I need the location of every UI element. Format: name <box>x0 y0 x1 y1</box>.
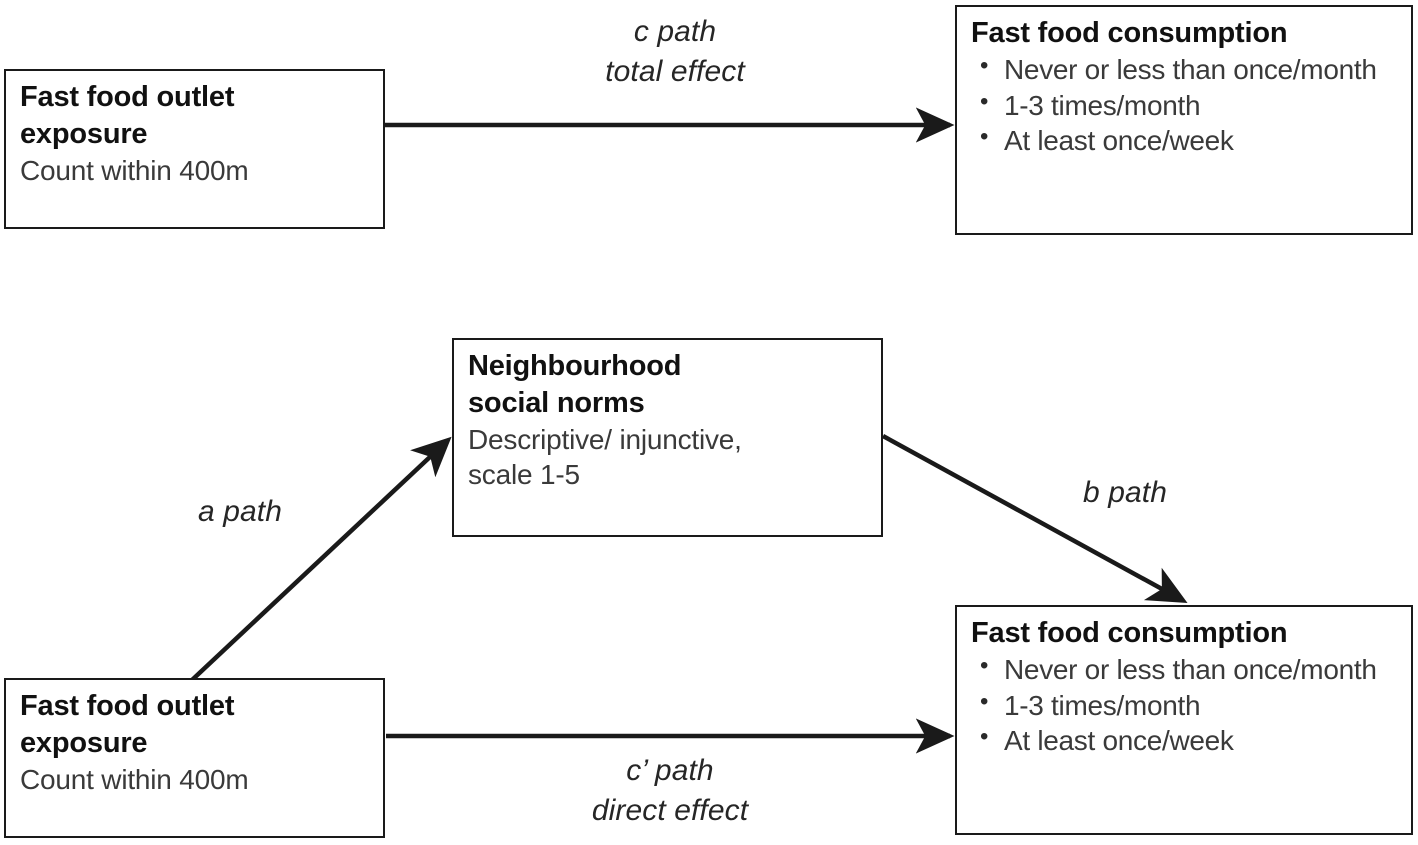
box-mediator-social-norms: Neighbourhood social norms Descriptive/ … <box>452 338 883 537</box>
label-c-prime-path: c’ path direct effect <box>591 754 749 827</box>
list-item: At least once/week <box>971 722 1399 759</box>
box-mediator-subtitle: Descriptive/ injunctive, scale 1-5 <box>468 423 742 491</box>
box-consumption-title: Fast food consumption <box>971 17 1288 49</box>
list-item: Never or less than once/month <box>971 51 1399 88</box>
consumption-category-list: Never or less than once/month 1-3 times/… <box>971 51 1399 159</box>
arrow-b-path <box>881 434 1188 604</box>
label-b-path: b path <box>1082 476 1167 509</box>
box-mediator-title: Neighbourhood social norms <box>468 350 682 419</box>
box-consumption-total-effect: Fast food consumption Never or less than… <box>955 5 1413 235</box>
list-item: 1-3 times/month <box>971 87 1399 124</box>
box-consumption-mediation: Fast food consumption Never or less than… <box>955 605 1413 835</box>
arrow-a-path <box>190 436 452 682</box>
box-exposure-subtitle: Count within 400m <box>20 154 249 186</box>
box-exposure-mediation: Fast food outlet exposure Count within 4… <box>4 678 385 838</box>
list-item: Never or less than once/month <box>971 651 1399 688</box>
box-exposure-subtitle: Count within 400m <box>20 763 249 795</box>
box-exposure-total-effect: Fast food outlet exposure Count within 4… <box>4 69 385 229</box>
box-exposure-title: Fast food outlet exposure <box>20 690 235 759</box>
box-exposure-title: Fast food outlet exposure <box>20 81 235 150</box>
label-a-path: a path <box>197 495 282 528</box>
box-consumption-title: Fast food consumption <box>971 617 1288 649</box>
label-c-path: c path total effect <box>605 15 745 88</box>
consumption-category-list: Never or less than once/month 1-3 times/… <box>971 651 1399 759</box>
list-item: At least once/week <box>971 122 1399 159</box>
list-item: 1-3 times/month <box>971 687 1399 724</box>
